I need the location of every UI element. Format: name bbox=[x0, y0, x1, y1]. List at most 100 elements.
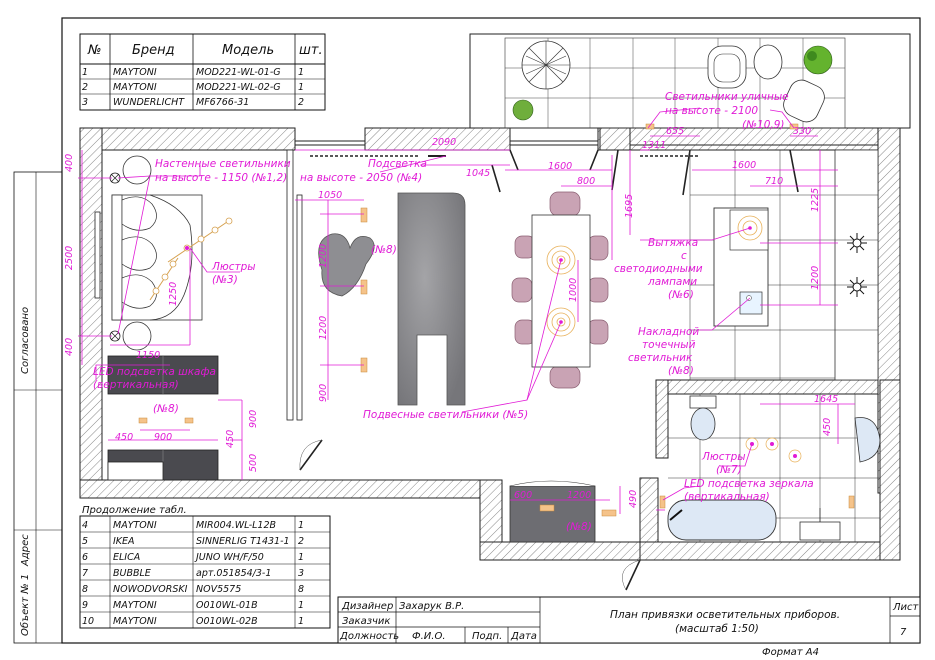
stamp-address: Адрес bbox=[20, 534, 31, 567]
spec-cell: MIR004.WL-L12B bbox=[196, 520, 276, 531]
spec-cell: O010WL-02B bbox=[196, 616, 258, 627]
bath-chandelier-icon bbox=[745, 437, 802, 463]
label-n8-bath: (№8) bbox=[566, 521, 592, 533]
spec-cell: MAYTONI bbox=[113, 520, 157, 531]
label-spot-3: светильник bbox=[628, 352, 693, 364]
label-led-cabinet: LED подсветка шкафа bbox=[93, 366, 216, 378]
dim-900-vertical: 900 bbox=[248, 410, 259, 428]
spec-cell: 9 bbox=[82, 600, 88, 611]
spec-table-caption: Продолжение табл. bbox=[82, 504, 187, 516]
balcony-chair-icon bbox=[783, 79, 825, 123]
spec-cell: MAYTONI bbox=[113, 616, 157, 627]
nightstand-icon bbox=[122, 321, 152, 351]
title-block: Дизайнер Захарук В.Р. Заказчик Должность… bbox=[337, 596, 921, 658]
cooktop-icon bbox=[847, 233, 867, 297]
spec-cell: арт.051854/3-1 bbox=[196, 568, 271, 579]
dining-table-icon bbox=[531, 214, 591, 368]
bathroom bbox=[622, 394, 881, 591]
dim-1311: 1311 bbox=[642, 140, 666, 151]
kitchen bbox=[689, 149, 879, 381]
spec-cell: MAYTONI bbox=[113, 67, 157, 78]
label-chandeliers-bath-number: (№7) bbox=[716, 464, 742, 476]
drawing-title: План привязки осветительных приборов. bbox=[610, 609, 840, 621]
outdoor-light-icon bbox=[645, 123, 655, 130]
spec-cell: ELICA bbox=[113, 552, 140, 563]
label-hood-4: лампами bbox=[647, 276, 697, 288]
sofa-icon bbox=[397, 192, 466, 406]
spec-cell: O010WL-01B bbox=[196, 600, 258, 611]
bathtub-icon bbox=[667, 499, 777, 541]
stamp-agreed: Согласовано bbox=[20, 307, 31, 374]
spec-cell: MOD221-WL-01-G bbox=[196, 67, 281, 78]
label-hood-2: с bbox=[681, 250, 687, 262]
position-label: Должность bbox=[339, 631, 399, 642]
spec-cell: 3 bbox=[82, 97, 88, 108]
label-chandeliers-bath: Люстры bbox=[701, 451, 746, 463]
drawing-scale: (масштаб 1:50) bbox=[675, 623, 759, 635]
label-chandeliers-bed-number: (№3) bbox=[212, 274, 238, 286]
shower-icon bbox=[854, 417, 881, 463]
bedroom bbox=[94, 155, 323, 481]
spec-cell: 2 bbox=[298, 536, 304, 547]
dim-450-cabinet: 450 bbox=[115, 432, 133, 443]
spec-cell: JUNO WH/F/50 bbox=[194, 552, 264, 563]
spec-cell: 2 bbox=[298, 97, 304, 108]
label-led-mirror: LED подсветка зеркала bbox=[684, 478, 814, 490]
customer-label: Заказчик bbox=[342, 616, 390, 627]
dim-1200-lower: 1200 bbox=[318, 316, 329, 340]
spec-cell: 3 bbox=[298, 568, 304, 579]
dining-area bbox=[511, 191, 609, 389]
label-hood-1: Вытяжка bbox=[648, 237, 698, 249]
spec-cell: BUBBLE bbox=[113, 568, 151, 579]
designer-name: Захарук В.Р. bbox=[399, 601, 464, 612]
spec-cell: 8 bbox=[298, 584, 304, 595]
fio-label: Ф.И.О. bbox=[412, 631, 446, 642]
armchair-icon bbox=[318, 233, 375, 297]
dim-1695: 1695 bbox=[624, 194, 635, 218]
dim-1200-upper: 1200 bbox=[318, 244, 329, 268]
spec-cell: WUNDERLICHT bbox=[113, 97, 185, 108]
dim-450-vertical: 450 bbox=[225, 430, 236, 448]
spec-cell: MF6766-31 bbox=[196, 97, 249, 108]
spec-cell: MOD221-WL-02-G bbox=[196, 82, 281, 93]
signature-label: Подп. bbox=[472, 631, 502, 642]
date-label: Дата bbox=[510, 631, 537, 642]
dim-2500: 2500 bbox=[64, 246, 75, 270]
windows bbox=[79, 140, 878, 298]
spec-cell: 2 bbox=[82, 82, 88, 93]
spec-cell: MAYTONI bbox=[113, 600, 157, 611]
label-wall-lights: Настенные светильники bbox=[155, 158, 291, 170]
dim-1200-hall: 1200 bbox=[567, 490, 591, 501]
nightstand-icon bbox=[122, 155, 152, 185]
designer-label: Дизайнер bbox=[341, 601, 393, 612]
spec-header-model: Модель bbox=[222, 43, 274, 58]
balcony bbox=[469, 33, 911, 196]
balcony-table-icon bbox=[753, 44, 783, 80]
dim-330: 330 bbox=[793, 126, 811, 137]
spec-cell: 1 bbox=[298, 552, 304, 563]
spec-table-bottom: Продолжение табл. 4 MAYTONI MIR004.WL-L1… bbox=[79, 504, 331, 629]
spec-cell: 7 bbox=[82, 568, 88, 579]
spec-cell: SINNERLIG T1431-1 bbox=[196, 536, 290, 547]
dim-710: 710 bbox=[765, 176, 783, 187]
label-outdoor-lights: Светильники уличные bbox=[665, 91, 789, 103]
spec-cell: 1 bbox=[298, 600, 304, 611]
label-spot-number: (№8) bbox=[668, 365, 694, 377]
label-hood-number: (№6) bbox=[668, 289, 694, 301]
label-hood-3: светодиодными bbox=[614, 263, 703, 275]
spec-cell: 1 bbox=[82, 67, 88, 78]
label-led-mirror-vertical: (вертикальная) bbox=[684, 491, 770, 503]
label-outdoor-lights-number: (№10,9) bbox=[742, 119, 785, 131]
dim-400-bottom: 400 bbox=[64, 338, 75, 356]
dim-1645: 1645 bbox=[814, 394, 838, 405]
label-pendants: Подвесные светильники (№5) bbox=[363, 409, 528, 421]
plant-icon bbox=[512, 45, 833, 121]
spec-cell: 6 bbox=[82, 552, 88, 563]
dim-655: 655 bbox=[666, 126, 684, 137]
stamp-object: Объект № 1 bbox=[19, 574, 31, 636]
dimension-labels: 400 2500 400 1150 1250 2090 1045 1600 80… bbox=[64, 126, 838, 508]
outdoor-light-icon bbox=[789, 123, 799, 130]
dim-1600-dining: 1600 bbox=[548, 161, 572, 172]
spec-cell: MAYTONI bbox=[113, 82, 157, 93]
dim-1150: 1150 bbox=[136, 350, 160, 361]
